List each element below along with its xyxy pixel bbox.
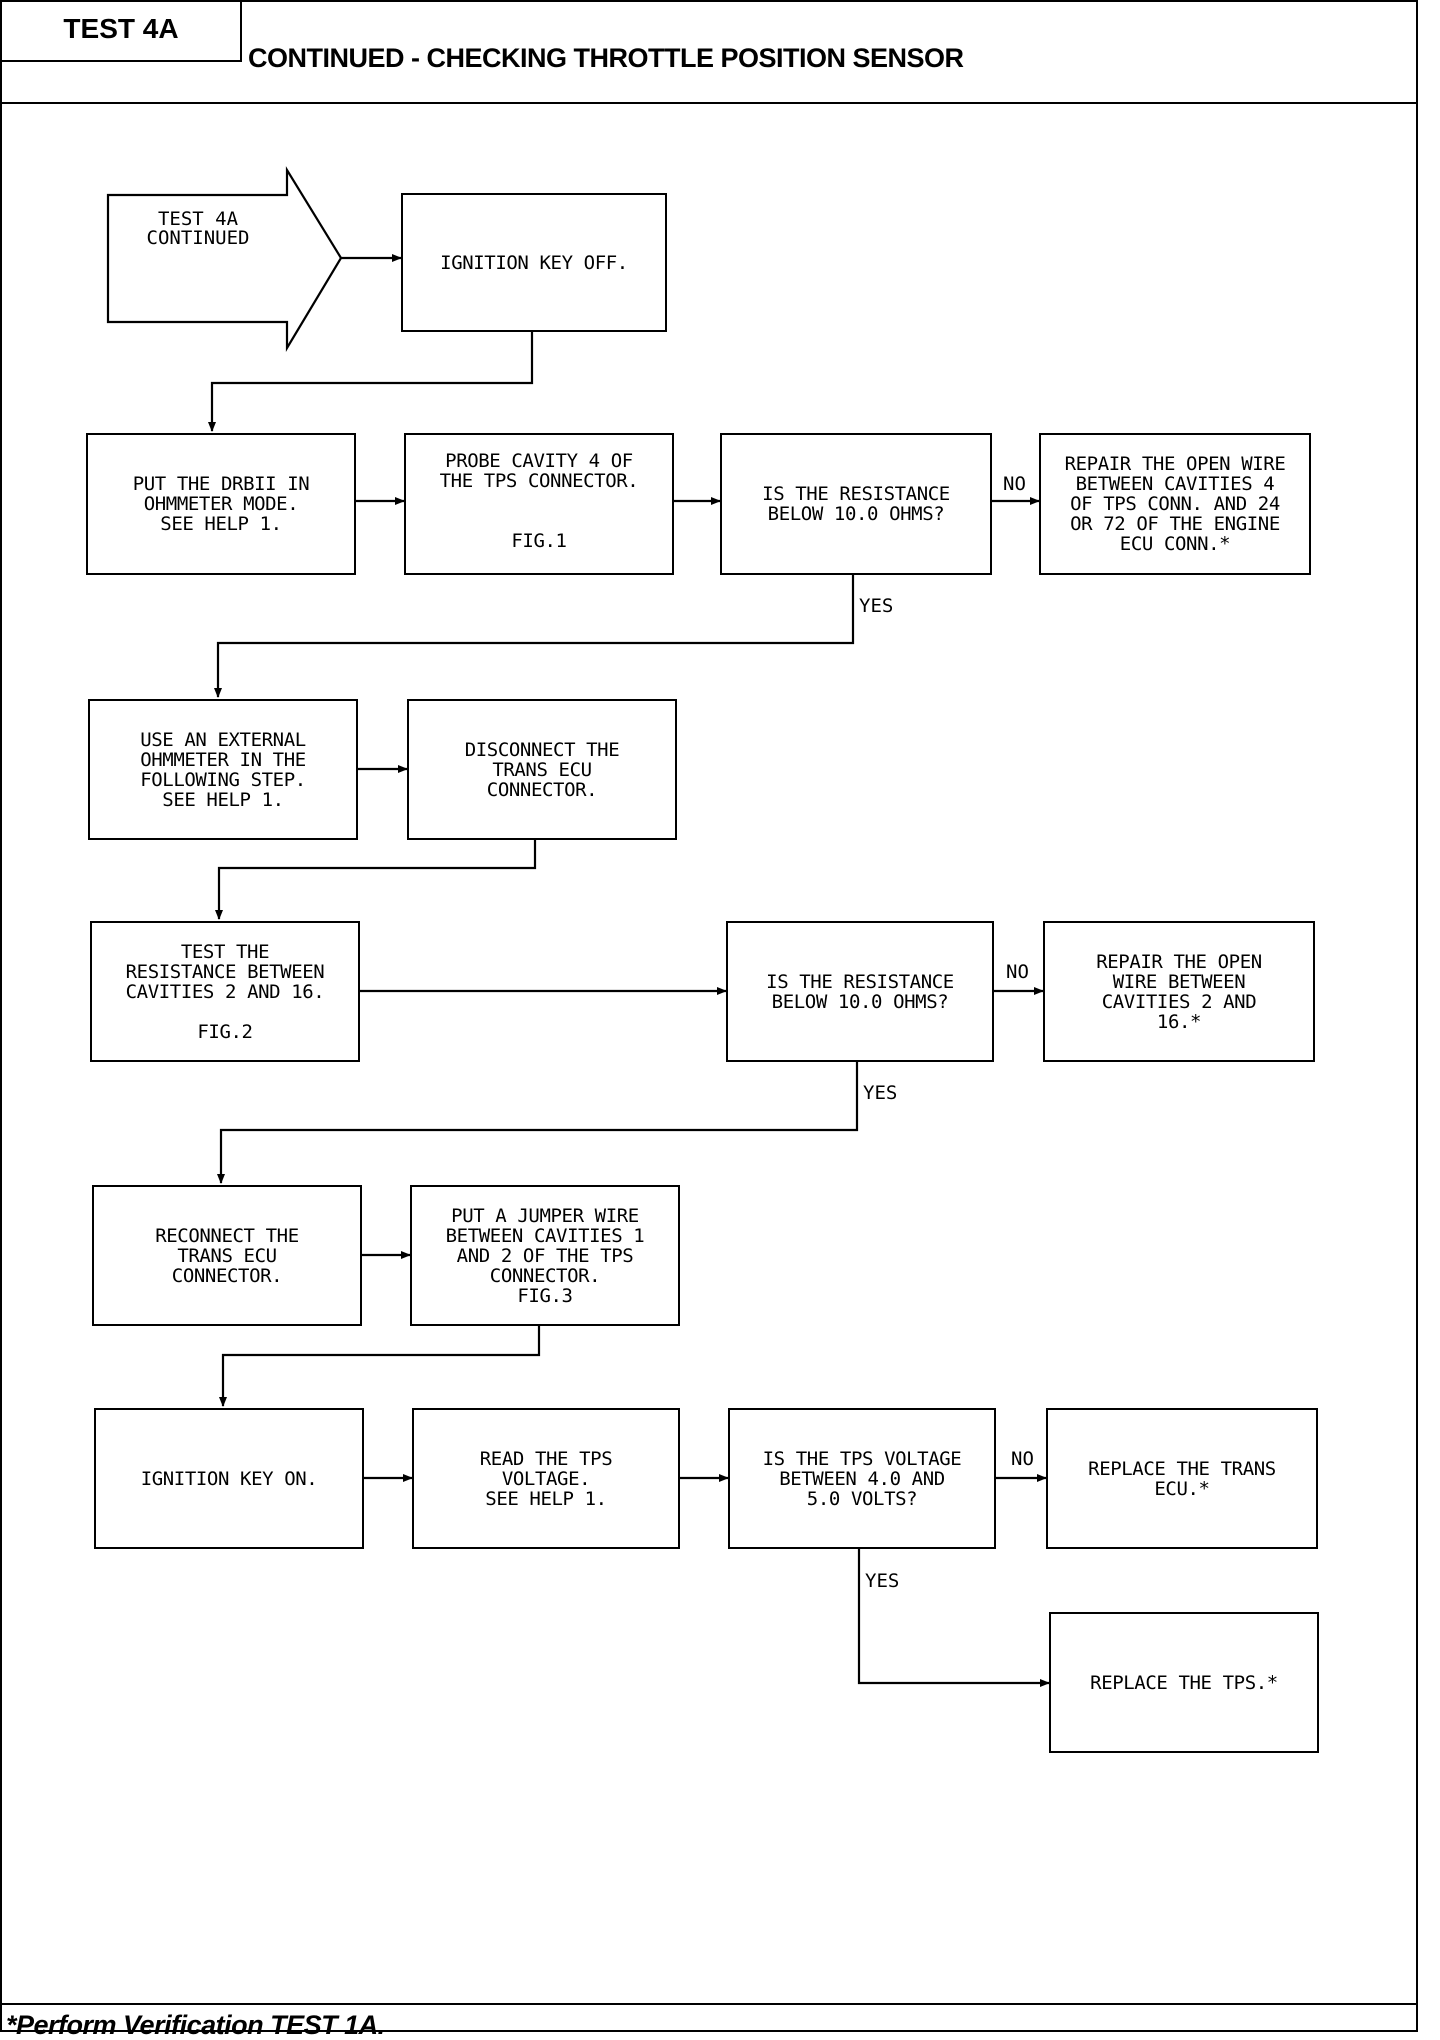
- start-arrow-shape: [106, 166, 343, 352]
- header-title: CONTINUED - CHECKING THROTTLE POSITION S…: [248, 36, 1428, 109]
- step-probe-cavity-4: PROBE CAVITY 4 OF THE TPS CONNECTOR. FIG…: [404, 433, 674, 575]
- step-put-drbii-ohmmeter: PUT THE DRBII IN OHMMETER MODE. SEE HELP…: [86, 433, 356, 575]
- step-jumper-wire: PUT A JUMPER WIRE BETWEEN CAVITIES 1 AND…: [410, 1185, 680, 1326]
- branch-no-label-1: NO: [1003, 473, 1026, 495]
- header-test-id: TEST 4A: [63, 13, 179, 44]
- header-band: [0, 0, 1418, 104]
- branch-yes-label-2: YES: [863, 1082, 898, 1104]
- header-test-box: [0, 0, 242, 62]
- step-disconnect-trans-ecu: DISCONNECT THE TRANS ECU CONNECTOR.: [407, 699, 677, 840]
- branch-yes-label-1: YES: [859, 595, 894, 617]
- footer-rule: [0, 2003, 1418, 2005]
- step-ignition-key-on: IGNITION KEY ON.: [94, 1408, 364, 1549]
- action-repair-open-wire-2: REPAIR THE OPEN WIRE BETWEEN CAVITIES 2 …: [1043, 921, 1315, 1062]
- step-use-external-ohmmeter: USE AN EXTERNAL OHMMETER IN THE FOLLOWIN…: [88, 699, 358, 840]
- step-reconnect-trans-ecu: RECONNECT THE TRANS ECU CONNECTOR.: [92, 1185, 362, 1326]
- step-test-resistance: TEST THE RESISTANCE BETWEEN CAVITIES 2 A…: [90, 921, 360, 1062]
- start-marker-label: TEST 4A CONTINUED: [146, 208, 250, 249]
- branch-no-label-3: NO: [1011, 1448, 1034, 1470]
- action-replace-trans-ecu: REPLACE THE TRANS ECU.*: [1046, 1408, 1318, 1549]
- action-replace-tps: REPLACE THE TPS.*: [1049, 1612, 1319, 1753]
- step-read-tps-voltage: READ THE TPS VOLTAGE. SEE HELP 1.: [412, 1408, 680, 1549]
- decision-tps-voltage: IS THE TPS VOLTAGE BETWEEN 4.0 AND 5.0 V…: [728, 1408, 996, 1549]
- decision-resistance-1: IS THE RESISTANCE BELOW 10.0 OHMS?: [720, 433, 992, 575]
- branch-no-label-2: NO: [1006, 961, 1029, 983]
- branch-yes-label-3: YES: [865, 1570, 900, 1592]
- action-repair-open-wire-1: REPAIR THE OPEN WIRE BETWEEN CAVITIES 4 …: [1039, 433, 1311, 575]
- footer-note: *Perform Verification TEST 1A.: [6, 2010, 385, 2040]
- header-title-text: CONTINUED - CHECKING THROTTLE POSITION S…: [248, 43, 964, 73]
- decision-resistance-2: IS THE RESISTANCE BELOW 10.0 OHMS?: [726, 921, 994, 1062]
- step-ignition-key-off: IGNITION KEY OFF.: [401, 193, 667, 332]
